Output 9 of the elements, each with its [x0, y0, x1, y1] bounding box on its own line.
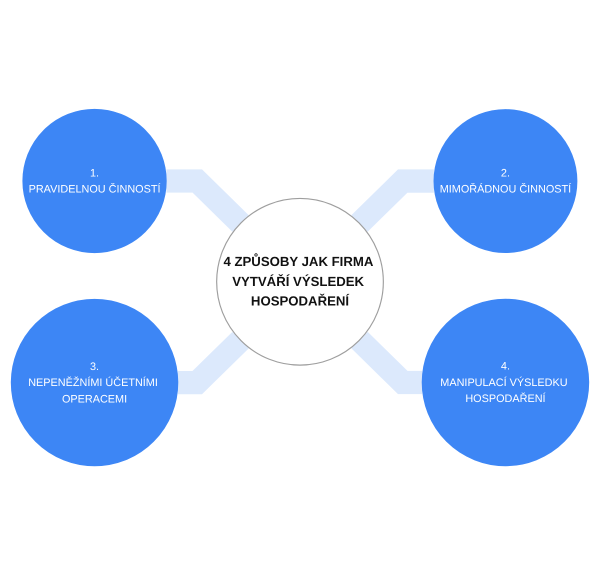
node-circle: 4. MANIPULACÍ VÝSLEDKU HOSPODAŘENÍ	[422, 298, 590, 466]
connector	[351, 169, 434, 232]
node-circle: 2. MIMOŘÁDNOU ČINNOSTÍ	[434, 109, 578, 253]
node-circle: 4 ZPŮSOBY JAK FIRMA VYTVÁŘÍ VÝSLEDEK HOSPODAŘENÍ	[216, 198, 384, 366]
connector	[166, 169, 249, 232]
connector	[178, 332, 249, 394]
node-circle: 3. NEPENĚŽNÍMI ÚČETNÍMI OPERACEMI	[10, 298, 178, 466]
node-circle: 1. PRAVIDELNOU ČINNOSTÍ	[22, 108, 167, 254]
connector	[351, 332, 422, 394]
